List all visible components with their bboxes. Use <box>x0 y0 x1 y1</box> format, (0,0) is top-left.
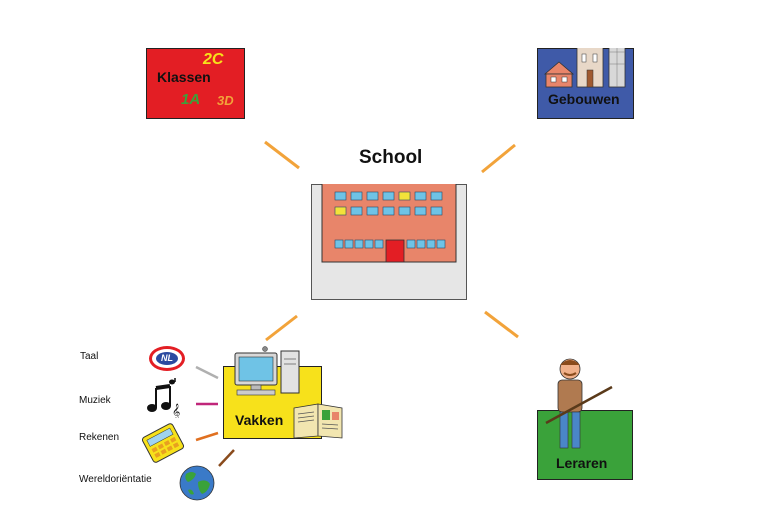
leraren-node[interactable]: Leraren <box>537 410 633 480</box>
school-node[interactable] <box>311 183 467 300</box>
teacher-icon <box>545 358 613 449</box>
connector-leraren <box>484 310 519 339</box>
subject-rekenen: Rekenen <box>79 432 120 443</box>
klassen-node[interactable]: Klassen 2C 1A 3D <box>146 48 245 119</box>
connector-vakken <box>265 314 298 342</box>
klassen-tag-3d: 3D <box>217 93 234 108</box>
globe-icon <box>179 465 215 501</box>
connector-gebouwen <box>481 143 516 174</box>
calculator-icon <box>141 423 185 463</box>
gebouwen-node[interactable]: Gebouwen <box>537 47 634 119</box>
gebouwen-label: Gebouwen <box>548 91 620 107</box>
subject-muziek: Muziek <box>79 395 111 406</box>
connector-klassen <box>264 140 300 170</box>
nl-badge-text: NL <box>161 353 173 363</box>
book-icon <box>293 403 343 439</box>
subject-taal: Taal <box>80 351 99 362</box>
leraren-label: Leraren <box>556 455 608 471</box>
svg-text:𝄞: 𝄞 <box>172 404 180 418</box>
vakken-label: Vakken <box>235 412 284 428</box>
subject-wereldorientatie: Wereldoriëntatie <box>79 474 152 485</box>
klassen-tag-2c: 2C <box>203 51 224 68</box>
connector-rekenen <box>195 431 219 442</box>
school-building-icon <box>321 183 456 262</box>
connector-wereld <box>218 449 235 467</box>
computer-icon <box>234 346 300 396</box>
klassen-tag-1a: 1A <box>181 91 201 108</box>
nl-badge-inner: NL <box>156 352 178 365</box>
music-notes-icon: 𝄞 <box>147 378 180 418</box>
nl-badge-icon: NL <box>149 346 185 371</box>
school-title: School <box>359 147 423 168</box>
buildings-icon <box>543 47 625 87</box>
connector-taal <box>195 365 219 380</box>
klassen-label: Klassen <box>157 69 211 85</box>
